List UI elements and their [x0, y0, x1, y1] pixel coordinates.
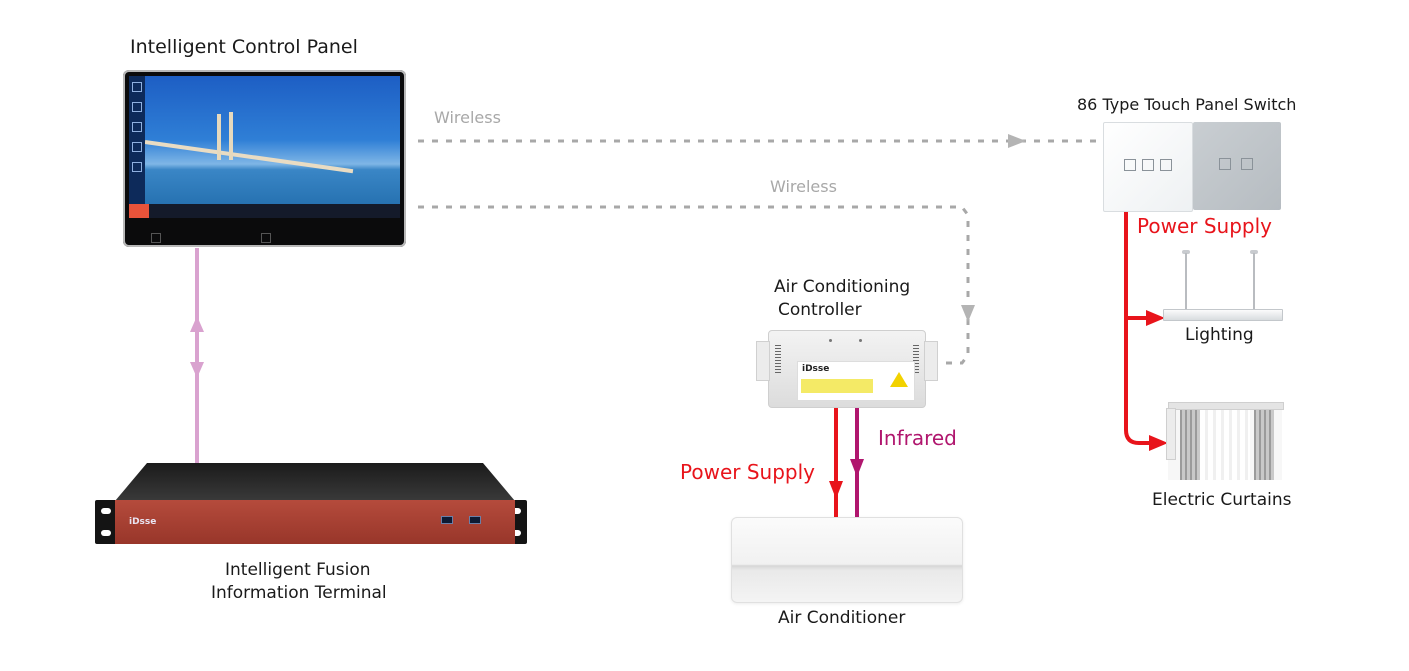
power-line-switch	[1124, 210, 1150, 445]
fusion-terminal-label-line1: Intelligent Fusion	[225, 560, 371, 580]
arrow-down-icon	[850, 459, 864, 477]
lamp-wire	[1185, 253, 1187, 309]
power-supply-label-switch: Power Supply	[1137, 214, 1272, 238]
infrared-label: Infrared	[878, 426, 957, 450]
arrow-down-icon	[829, 481, 843, 499]
curtain-key-icon	[1219, 158, 1231, 170]
device-label: iDsse	[797, 361, 915, 401]
lamp-mount	[1182, 250, 1190, 254]
wireless-label-mid: Wireless	[770, 177, 837, 196]
touch-switch-label: 86 Type Touch Panel Switch	[1077, 95, 1297, 114]
ac-controller-label-line2: Controller	[778, 300, 862, 320]
curtains-device	[1166, 402, 1284, 480]
brand-logo: iDsse	[129, 517, 157, 527]
bridge-tower	[217, 114, 221, 160]
curtain-drape	[1254, 409, 1274, 480]
monitor-screen	[129, 76, 400, 218]
mount-ear	[924, 341, 938, 381]
arrow-right-icon	[1149, 435, 1168, 451]
light-key-icon	[1160, 159, 1172, 171]
arrow-right-icon	[1008, 134, 1026, 148]
lamp-mount	[1250, 250, 1258, 254]
screw	[829, 339, 832, 342]
curtain-drape	[1180, 409, 1200, 480]
info-sticker	[801, 379, 873, 393]
air-conditioner-label: Air Conditioner	[778, 608, 906, 628]
vent	[775, 345, 781, 375]
control-panel-label: Intelligent Control Panel	[130, 36, 358, 58]
bridge-tower	[229, 112, 233, 160]
wireless-label-top: Wireless	[434, 108, 501, 127]
power-supply-label-ac: Power Supply	[680, 460, 815, 484]
usb-port-icon	[469, 516, 481, 524]
warning-icon	[890, 372, 908, 387]
bezel-home-icon	[261, 233, 271, 243]
arrow-right-icon	[1146, 310, 1165, 326]
brand-logo: iDsse	[802, 364, 830, 374]
rack-ear-left	[95, 500, 117, 544]
curtain-motor	[1166, 408, 1176, 460]
fusion-terminal-label-line2: Information Terminal	[211, 583, 387, 603]
curtain-sheer	[1200, 409, 1250, 480]
ac-controller-device: iDsse	[756, 330, 938, 408]
lamp-wire	[1253, 253, 1255, 309]
light-key-icon	[1124, 159, 1136, 171]
touch-switch-grey	[1193, 122, 1281, 210]
bridge-image	[144, 140, 354, 174]
control-panel-device	[123, 70, 406, 247]
touch-switch-white	[1103, 122, 1193, 212]
curtains-label: Electric Curtains	[1152, 490, 1292, 510]
light-key-icon	[1142, 159, 1154, 171]
screen-taskbar	[129, 204, 400, 218]
fusion-terminal-device: iDsse	[115, 500, 515, 544]
ac-controller-label-line1: Air Conditioning	[774, 277, 911, 297]
curtain-rail	[1168, 402, 1284, 410]
lighting-device	[1163, 309, 1283, 321]
start-button-icon	[129, 204, 149, 218]
vent	[913, 345, 919, 375]
arrow-down-icon	[961, 305, 975, 322]
wireless-link-ac-controller	[418, 205, 970, 365]
arrow-down-icon	[190, 362, 204, 378]
screw	[859, 339, 862, 342]
fusion-terminal-top	[115, 463, 515, 501]
screen-sidebar	[129, 76, 145, 204]
curtain-key-icon	[1241, 158, 1253, 170]
arrow-up-icon	[190, 316, 204, 332]
usb-port-icon	[441, 516, 453, 524]
mount-ear	[756, 341, 770, 381]
bezel-icon	[151, 233, 161, 243]
air-conditioner-device	[731, 517, 963, 603]
lighting-label: Lighting	[1185, 325, 1254, 345]
